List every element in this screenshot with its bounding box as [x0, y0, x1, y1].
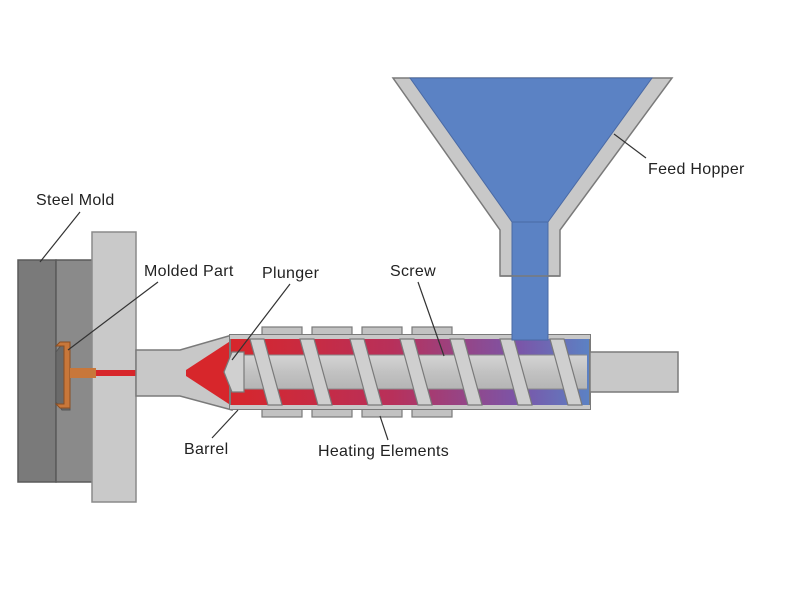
feed-hopper [391, 77, 674, 341]
label-feed-hopper: Feed Hopper [648, 161, 745, 178]
nozzle-melt [186, 340, 232, 406]
plunger [223, 351, 245, 393]
sprue-channel [70, 370, 190, 376]
screw [235, 338, 587, 406]
label-steel-mold: Steel Mold [36, 192, 115, 209]
leader-steel-mold [39, 211, 81, 263]
label-screw: Screw [390, 263, 436, 280]
label-plunger: Plunger [262, 265, 320, 282]
leader-screw [417, 281, 445, 357]
label-barrel: Barrel [184, 441, 228, 458]
leader-plunger [231, 283, 291, 361]
leader-feed-hopper [613, 133, 647, 159]
heating-elements [261, 326, 453, 418]
molded-part [54, 341, 71, 409]
leader-barrel [211, 409, 239, 439]
leader-heating-elements [379, 415, 389, 441]
leader-molded-part [67, 281, 159, 351]
label-heating-elements: Heating Elements [318, 443, 449, 460]
mold-platen [91, 231, 137, 503]
label-molded-part: Molded Part [144, 263, 234, 280]
screw-drive-shaft [589, 351, 679, 393]
